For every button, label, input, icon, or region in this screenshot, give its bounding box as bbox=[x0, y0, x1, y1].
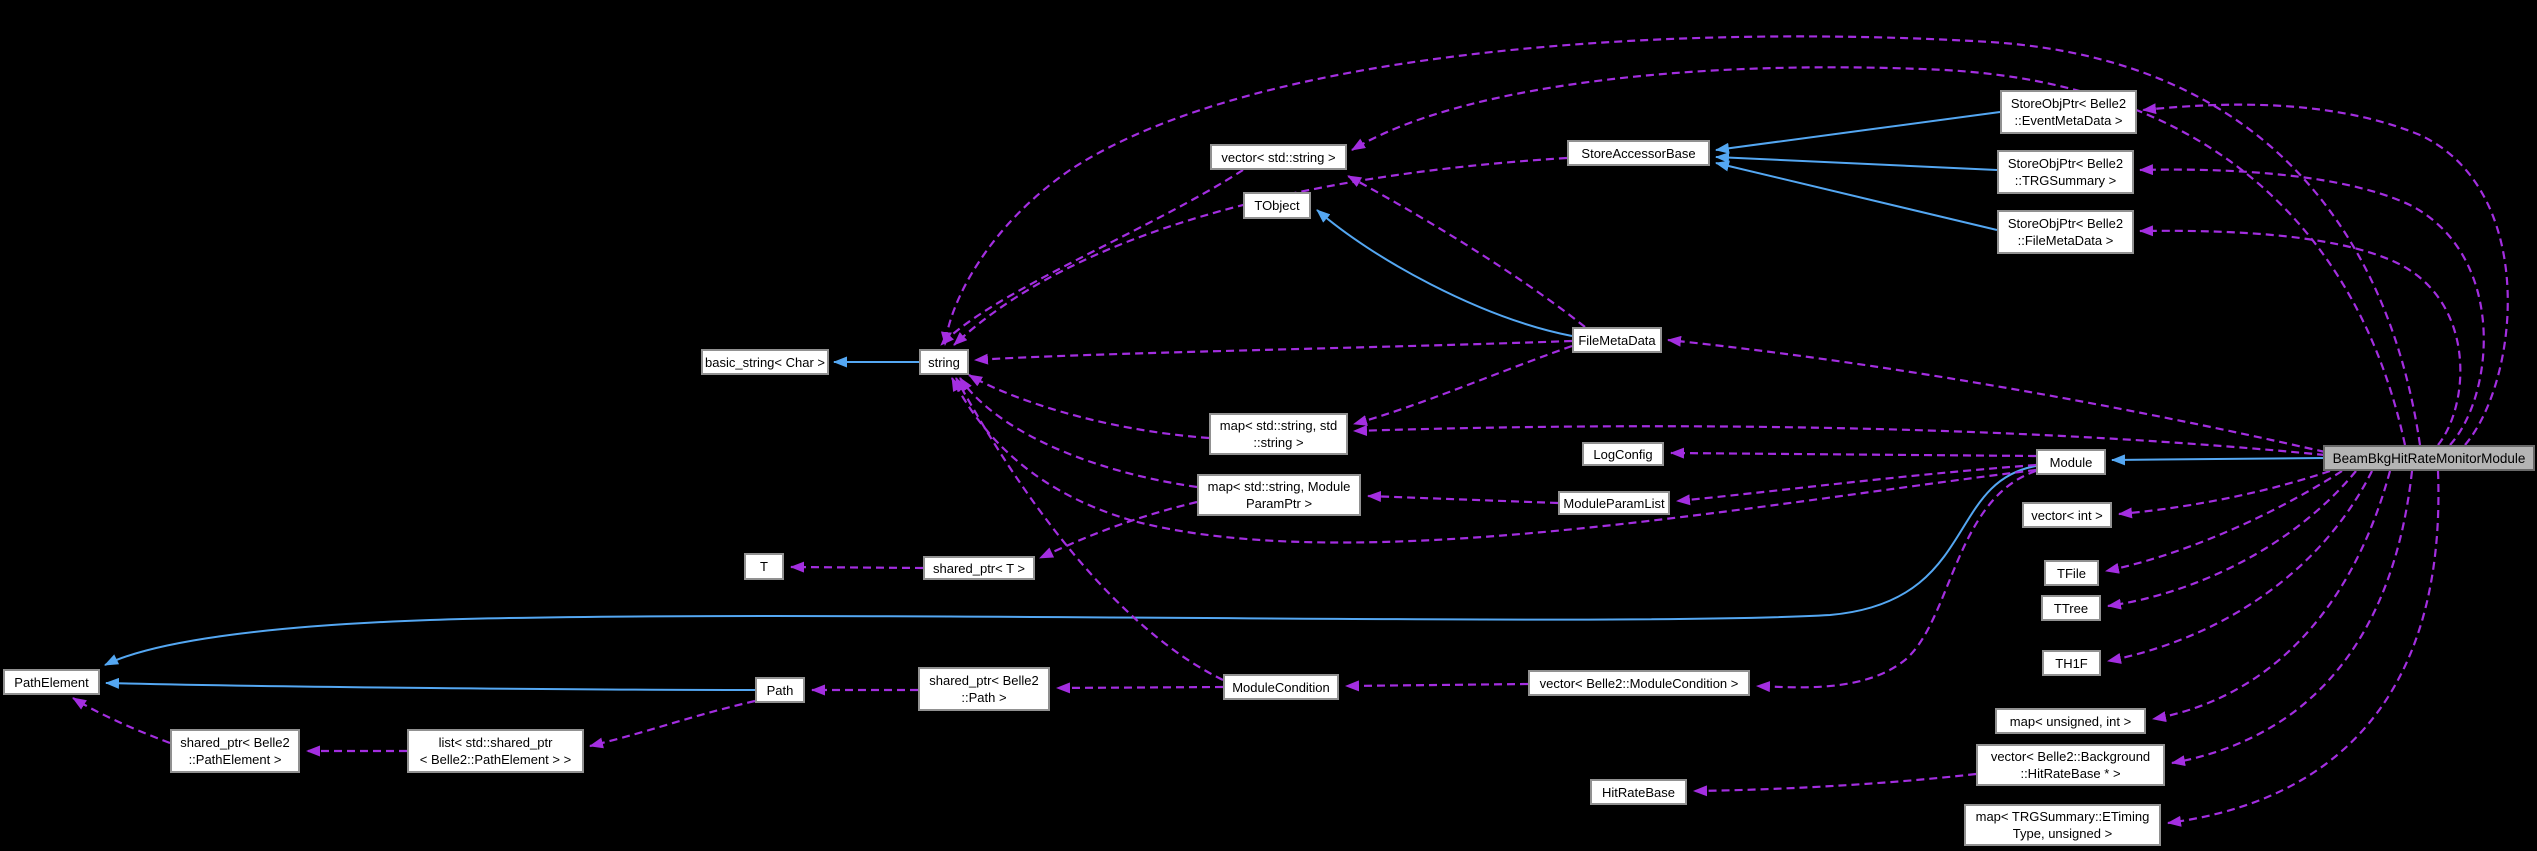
edge-beambkg-string bbox=[940, 35, 2422, 446]
edge-beambkg-maptrgetiming bbox=[2167, 470, 2440, 827]
node-vector-hitratebase-ptr[interactable]: vector< Belle2::Background ::HitRateBase… bbox=[1976, 744, 2165, 786]
edge-sptrt-t bbox=[790, 561, 924, 573]
node-module[interactable]: Module bbox=[2036, 449, 2106, 475]
node-storeobjptr-trgsummary[interactable]: StoreObjPtr< Belle2 ::TRGSummary > bbox=[1997, 150, 2134, 194]
edge-vectormodulecondition-modulecondition bbox=[1345, 680, 1529, 692]
edge-modulecondition-string bbox=[955, 377, 1224, 681]
node-map-trgsummary-etimingtype[interactable]: map< TRGSummary::ETiming Type, unsigned … bbox=[1964, 804, 2161, 846]
edge-storeobjevent-storeaccessor bbox=[1715, 111, 2001, 154]
edge-mapmoduleparam-sptrt bbox=[1039, 500, 1198, 559]
edge-module-moduleparamlist bbox=[1676, 463, 2037, 506]
edge-filemetadata-string bbox=[974, 339, 1573, 365]
node-path[interactable]: Path bbox=[755, 677, 805, 703]
edge-beambkg-mapstringstring bbox=[1353, 425, 2326, 457]
edge-beambkg-vectorstring bbox=[1351, 66, 2407, 446]
edge-beambkg-filemetadata bbox=[1667, 335, 2326, 454]
node-pathelement[interactable]: PathElement bbox=[3, 669, 100, 695]
node-tobject[interactable]: TObject bbox=[1243, 192, 1311, 219]
edge-beambkg-th1f bbox=[2107, 470, 2373, 664]
edge-storeaccessor-string bbox=[953, 156, 1568, 346]
node-map-unsigned-int[interactable]: map< unsigned, int > bbox=[1995, 708, 2146, 734]
node-storeobjptr-eventmetadata[interactable]: StoreObjPtr< Belle2 ::EventMetaData > bbox=[2000, 90, 2137, 134]
edge-storeobjfilemeta-storeaccessor bbox=[1715, 160, 1998, 231]
edge-storeobjtrg-storeaccessor bbox=[1715, 152, 1998, 171]
node-vector-modulecondition[interactable]: vector< Belle2::ModuleCondition > bbox=[1528, 670, 1750, 696]
edge-vectorstring-string bbox=[940, 169, 1244, 346]
edge-beambkg-vectorint bbox=[2118, 469, 2331, 519]
node-map-string-string[interactable]: map< std::string, std ::string > bbox=[1209, 413, 1348, 455]
node-filemetadata[interactable]: FileMetaData bbox=[1572, 327, 1662, 353]
node-basicstring-char[interactable]: basic_string< Char > bbox=[701, 349, 829, 375]
edge-path-pathelement bbox=[105, 677, 756, 691]
edge-modulecondition-sptrpath bbox=[1056, 682, 1224, 694]
edge-filemetadata-vectorstring bbox=[1347, 175, 1586, 328]
edge-mapmoduleparam-string bbox=[959, 377, 1198, 489]
edge-mapstringstring-string bbox=[968, 374, 1210, 440]
edge-sptrpathelement-pathelement bbox=[72, 697, 171, 745]
edge-vectorhitratebase-hitratebase bbox=[1693, 772, 1977, 797]
node-logconfig[interactable]: LogConfig bbox=[1582, 442, 1664, 466]
edge-beambkg-module bbox=[2111, 454, 2326, 466]
edge-moduleparamlist-mapmoduleparam bbox=[1367, 490, 1559, 505]
node-t[interactable]: T bbox=[744, 553, 784, 580]
node-beambkghitratemonitormodule[interactable]: BeamBkgHitRateMonitorModule bbox=[2323, 445, 2535, 471]
node-vector-stdstring[interactable]: vector< std::string > bbox=[1210, 144, 1347, 170]
node-storeobjptr-filemetadata[interactable]: StoreObjPtr< Belle2 ::FileMetaData > bbox=[1997, 210, 2134, 254]
node-ttree[interactable]: TTree bbox=[2041, 595, 2101, 621]
node-sharedptr-t[interactable]: shared_ptr< T > bbox=[923, 556, 1035, 580]
node-list-sharedptr-pathelement[interactable]: list< std::shared_ptr < Belle2::PathElem… bbox=[407, 729, 584, 773]
edge-filemetadata-mapstringstring bbox=[1353, 344, 1573, 426]
node-sharedptr-path[interactable]: shared_ptr< Belle2 ::Path > bbox=[918, 667, 1050, 711]
node-moduleparamlist[interactable]: ModuleParamList bbox=[1558, 491, 1670, 515]
node-hitratebase[interactable]: HitRateBase bbox=[1590, 779, 1687, 805]
edge-beambkg-storeobjfilemeta bbox=[2139, 225, 2462, 446]
edge-beambkg-storeobjtrg bbox=[2139, 164, 2485, 446]
node-vector-int[interactable]: vector< int > bbox=[2022, 502, 2112, 528]
node-string[interactable]: string bbox=[919, 349, 969, 375]
edge-module-string bbox=[951, 377, 2037, 544]
edge-module-logconfig bbox=[1670, 447, 2037, 459]
edge-beambkg-vectorhitratebase bbox=[2171, 470, 2414, 767]
edge-beambkg-ttree bbox=[2107, 470, 2357, 610]
edge-beambkg-storeobjevent bbox=[2142, 103, 2509, 446]
node-map-string-moduleparamptr[interactable]: map< std::string, Module ParamPtr > bbox=[1197, 474, 1361, 516]
node-tfile[interactable]: TFile bbox=[2044, 560, 2099, 586]
node-sharedptr-pathelement[interactable]: shared_ptr< Belle2 ::PathElement > bbox=[170, 729, 300, 773]
edge-beambkg-tfile bbox=[2105, 470, 2343, 574]
edge-path-listsptr bbox=[589, 699, 756, 749]
edge-module-vectormodulecondition bbox=[1756, 469, 2037, 693]
edge-beambkg-mapunsignedint bbox=[2152, 470, 2392, 723]
node-th1f[interactable]: TH1F bbox=[2042, 650, 2101, 676]
node-storeaccessorbase[interactable]: StoreAccessorBase bbox=[1567, 140, 1710, 166]
edge-module-pathelement bbox=[104, 465, 2037, 666]
edge-filemetadata-tobject bbox=[1316, 209, 1573, 337]
node-modulecondition[interactable]: ModuleCondition bbox=[1223, 674, 1339, 700]
